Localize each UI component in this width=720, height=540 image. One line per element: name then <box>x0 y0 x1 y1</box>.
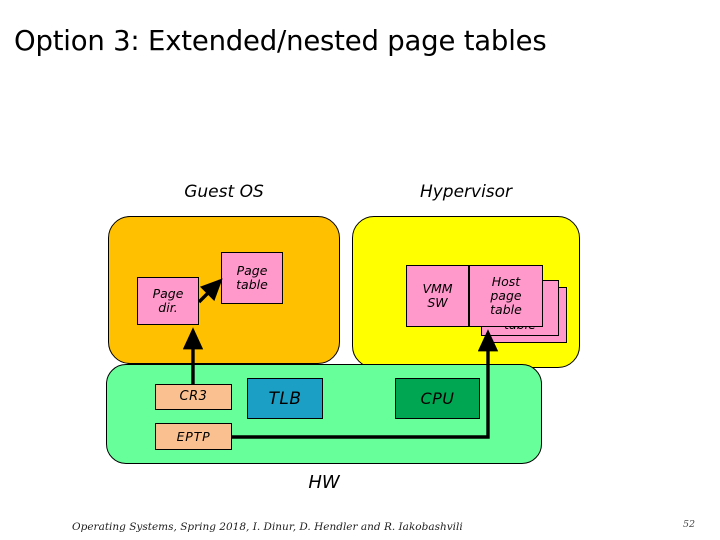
cr3-label: CR3 <box>179 389 208 404</box>
page-table-line-2: table <box>236 277 268 292</box>
guest-os-label: Guest OS <box>184 182 264 202</box>
tlb-box[interactable]: TLB <box>247 378 323 419</box>
page-dir-line-2: dir. <box>158 300 178 315</box>
page-dir-box[interactable]: Page dir. <box>137 277 199 325</box>
page-number: 52 <box>683 519 696 530</box>
vmm-sw-line-2: SW <box>427 295 448 310</box>
hypervisor-label: Hypervisor <box>419 182 513 202</box>
host-page-table-line-3: table <box>490 302 522 317</box>
tlb-label: TLB <box>268 388 302 409</box>
page-title: Option 3: Extended/nested page tables <box>14 25 547 57</box>
eptp-register-box[interactable]: EPTP <box>155 423 232 450</box>
page-dir-line-1: Page <box>152 286 184 301</box>
eptp-label: EPTP <box>176 428 211 444</box>
vmm-sw-box[interactable]: VMM SW <box>406 265 469 327</box>
footer-credit: Operating Systems, Spring 2018, I. Dinur… <box>72 521 463 533</box>
cpu-box[interactable]: CPU <box>395 378 480 419</box>
page-table-line-1: Page <box>236 263 268 278</box>
host-page-table-line-1: Host <box>491 274 521 289</box>
cpu-label: CPU <box>420 388 455 408</box>
vmm-sw-line-1: VMM <box>422 281 453 296</box>
cr3-register-box[interactable]: CR3 <box>155 384 232 410</box>
host-page-table-line-2: page <box>490 288 522 303</box>
page-table-box[interactable]: Page table <box>221 252 283 304</box>
host-page-table-box[interactable]: Host page table <box>469 265 543 327</box>
hardware-label: HW <box>308 472 340 493</box>
